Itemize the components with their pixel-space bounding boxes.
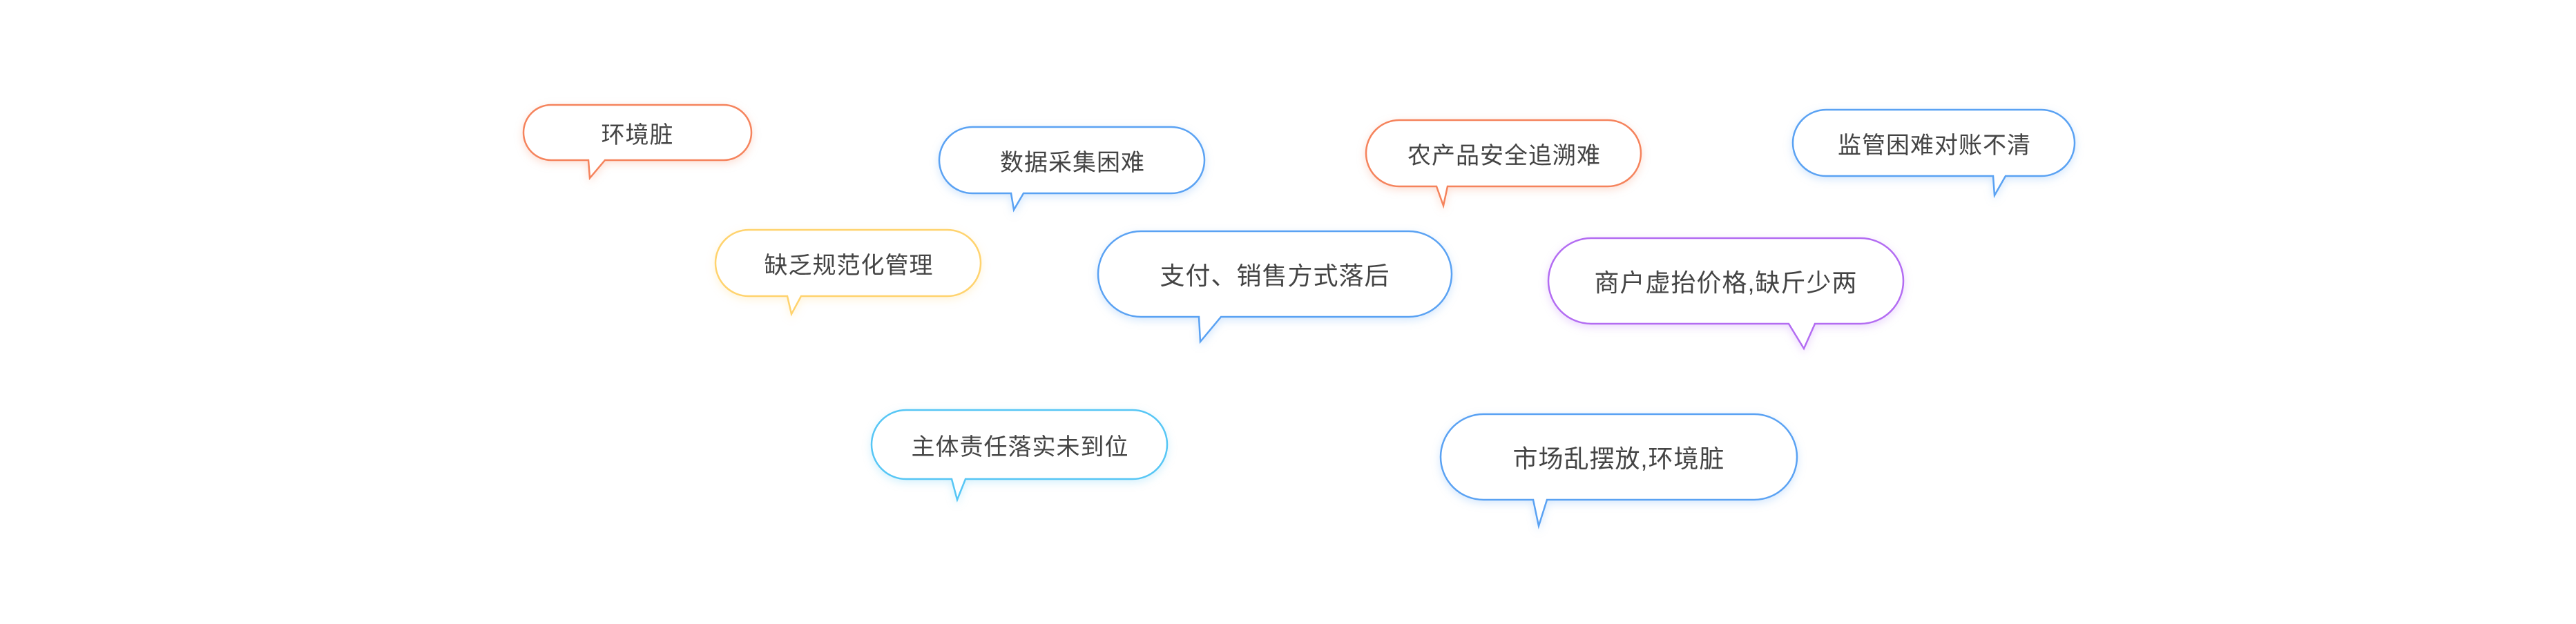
speech-bubble: 支付、销售方式落后 xyxy=(1097,230,1453,344)
speech-bubble-shape xyxy=(714,228,982,317)
speech-bubble-shape xyxy=(870,409,1169,503)
speech-bubble: 主体责任落实未到位 xyxy=(870,409,1169,503)
speech-bubble: 缺乏规范化管理 xyxy=(714,228,983,317)
speech-bubble-shape xyxy=(522,104,753,181)
speech-bubble-label: 农产品安全追溯难 xyxy=(1407,142,1601,169)
speech-bubble-label: 数据采集困难 xyxy=(1000,149,1145,176)
speech-bubble-label: 缺乏规范化管理 xyxy=(764,252,934,279)
speech-bubble: 农产品安全追溯难 xyxy=(1365,119,1644,209)
speech-bubble-label: 环境脏 xyxy=(601,121,674,148)
speech-bubble-label: 主体责任落实未到位 xyxy=(911,433,1129,460)
speech-bubble-shape xyxy=(1097,230,1453,344)
speech-bubble: 监管困难对账不清 xyxy=(1791,108,2077,199)
speech-bubble-label: 商户虚抬价格,缺斤少两 xyxy=(1594,269,1858,297)
speech-bubble-shape xyxy=(1791,108,2076,199)
speech-bubble: 商户虚抬价格,缺斤少两 xyxy=(1547,237,1905,351)
speech-bubble-shape xyxy=(1365,119,1642,209)
speech-bubble-shape xyxy=(1547,237,1905,351)
speech-bubble-label: 监管困难对账不清 xyxy=(1838,132,2031,159)
speech-bubble: 市场乱摆放,环境脏 xyxy=(1439,413,1798,529)
speech-bubble-label: 市场乱摆放,环境脏 xyxy=(1512,445,1725,473)
speech-bubble-shape xyxy=(1439,413,1798,529)
speech-bubble-label: 支付、销售方式落后 xyxy=(1160,262,1390,290)
speech-bubble-shape xyxy=(938,126,1206,213)
speech-bubble: 环境脏 xyxy=(522,104,753,181)
speech-bubble: 数据采集困难 xyxy=(938,126,1207,213)
